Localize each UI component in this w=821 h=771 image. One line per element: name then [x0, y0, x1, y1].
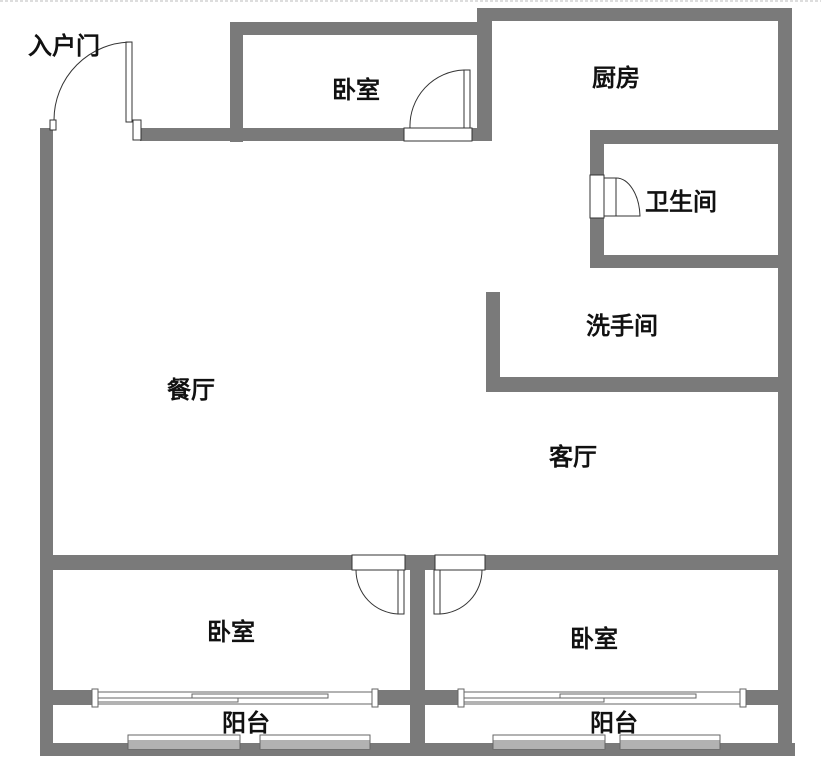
- kitchen-label: 厨房: [592, 64, 640, 92]
- bedroom-top-door: [403, 69, 473, 142]
- washroom-label: 洗手间: [586, 312, 658, 340]
- bedroom-top-label: 卧室: [332, 76, 380, 104]
- bedroom-left-door: [351, 554, 406, 615]
- bathroom-label: 卫生间: [645, 188, 717, 216]
- sliding-door-right: [457, 688, 747, 708]
- walls: [40, 8, 795, 756]
- sliding-door-left: [91, 688, 379, 708]
- bedroom-left-label: 卧室: [207, 618, 255, 646]
- balcony-right-label: 阳台: [590, 709, 638, 737]
- bathroom-door: [589, 174, 641, 219]
- entry-door: [49, 41, 142, 141]
- balcony-windows: [127, 734, 721, 750]
- balcony-left-label: 阳台: [222, 709, 270, 737]
- bedroom-right-door: [433, 554, 486, 615]
- entry-door-label: 入户门: [28, 32, 100, 60]
- living-label: 客厅: [549, 443, 597, 471]
- bedroom-right-label: 卧室: [570, 625, 618, 653]
- dining-label: 餐厅: [167, 376, 215, 404]
